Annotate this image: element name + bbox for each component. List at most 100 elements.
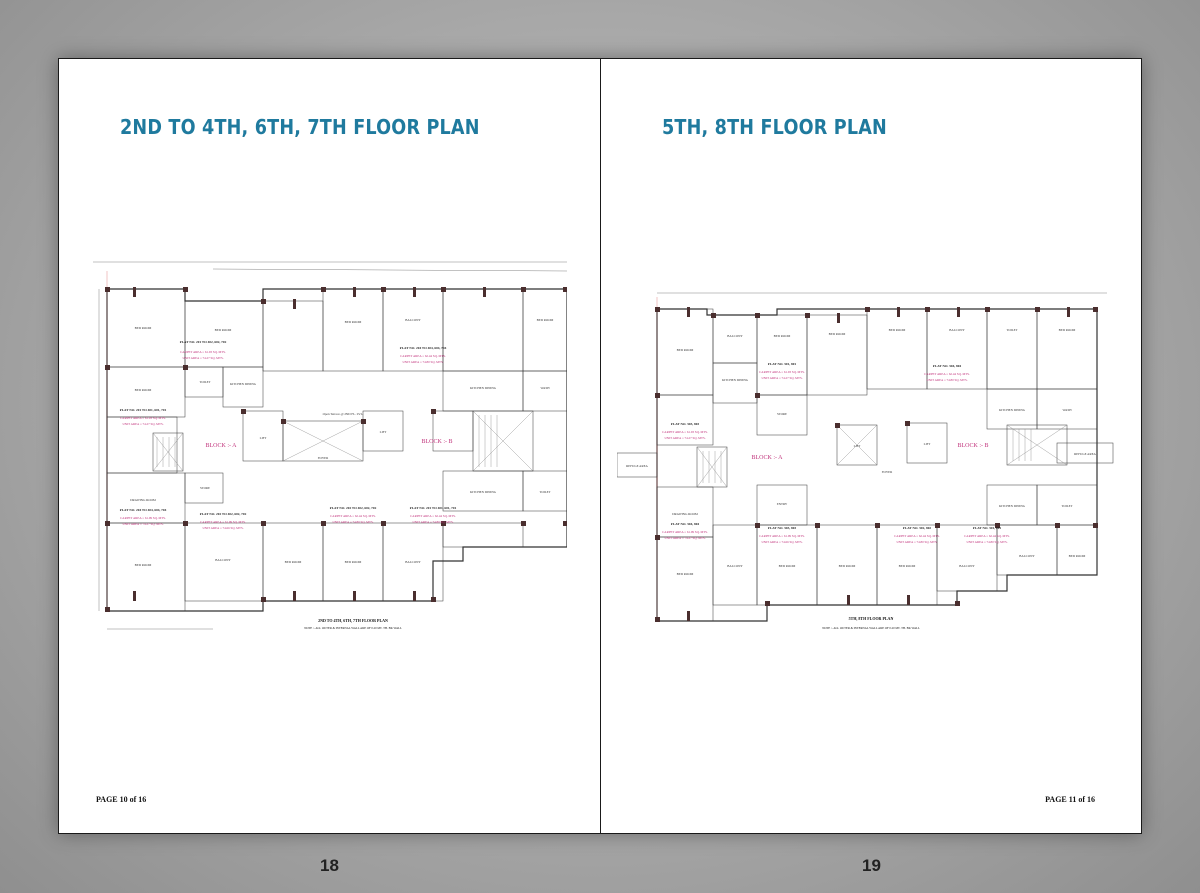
flat-number: FLAT NO. 503, 803 [768,526,797,530]
room-label: STORE [777,412,787,416]
room-label: FOYER [318,456,329,460]
carpet-area: CARPET AREA = 61.99 SQ. MTS. [200,520,246,524]
room-label: BED ROOM [677,572,694,576]
room-label: BED ROOM [1069,554,1086,558]
room-label: BALCONY [727,334,743,338]
room-label: BED ROOM [135,326,152,330]
unit-area: UNIT AREA = 74.27 SQ. MTS. [122,422,163,426]
unit-area: UNIT AREA = 74.80 SQ. MTS. [402,360,443,364]
flat-number: FLAT NO. 204 TO 404, 604, 704 [120,508,167,512]
room-label: TOILET [1061,504,1072,508]
block-label: BLOCK :- B [421,439,452,445]
unit-area: UNIT AREA = 74.80 SQ. MTS. [412,520,453,524]
carpet-area: CARPET AREA = 61.99 SQ. MTS. [759,534,805,538]
plan-caption: 2ND TO 4TH, 6TH, 7TH FLOOR PLAN [318,618,388,623]
flat-number: FLAT NO. 504, 804 [671,522,700,526]
page-number-label: PAGE 11 of 16 [1045,795,1095,804]
floor-plan-svg: BED ROOM BALCONY BED ROOM BED ROOM BED R… [617,292,1114,630]
room-label: DRAWING ROOM [672,512,698,516]
room-label: BED ROOM [774,334,791,338]
flat-number: FLAT NO. 201 TO 401, 601, 701 [410,506,457,510]
unit-area: UNIT AREA = 74.80 SQ. MTS. [926,378,967,382]
room-label: BALCONY [959,564,975,568]
unit-area: UNIT AREA = 74.27 SQ. MTS. [664,436,705,440]
carpet-area: CARPET AREA = 62.44 SQ. MTS. [964,534,1010,538]
room-label: KITCHEN DINING [470,490,497,494]
block-label: BLOCK :- B [957,443,988,449]
room-label: LIFT [854,444,861,448]
carpet-area: CARPET AREA = 62.44 SQ. MTS. [894,534,940,538]
room-label: BED ROOM [899,564,916,568]
page-title: 5TH, 8TH FLOOR PLAN [662,115,887,139]
room-label: KITCHEN DINING [999,504,1026,508]
room-label: REFUGE AREA [626,464,648,468]
room-label: BED ROOM [345,320,362,324]
spread-page-number: 18 [320,856,339,875]
flat-number: FLAT NO. 503, 803 [671,422,700,426]
plan-note: NOTE :- ALL OUTER & INTERNAL WALL ARE OF… [822,626,920,630]
room-label: LIFT [380,430,387,434]
room-label: Open Terrace @ 2ND FL. LVL. [323,412,364,416]
room-label: WASH [540,386,550,390]
page-number-label: PAGE 10 of 16 [96,795,147,804]
block-label: BLOCK :- A [751,455,783,461]
floor-plan-svg: BED ROOM BED ROOM BED ROOM BALCONY BED R… [93,261,567,630]
room-label: BED ROOM [779,564,796,568]
carpet-area: CARPET AREA = 61.93 SQ. MTS. [662,430,708,434]
room-label: BALCONY [405,560,421,564]
flat-number: FLAT NO. 202 TO 402, 602, 702 [330,506,377,510]
room-label: TOILET [539,490,550,494]
room-label: BED ROOM [889,328,906,332]
unit-area: UNIT AREA = 74.66 SQ. MTS. [202,526,243,530]
room-label: BED ROOM [215,328,232,332]
room-label: KITCHEN DINING [230,382,257,386]
room-label: BALCONY [405,318,421,322]
flat-number: FLAT NO. 504, 804 [933,364,962,368]
room-label: KITCHEN DINING [470,386,497,390]
room-label: STORE [200,486,210,490]
carpet-area: CARPET AREA = 61.93 SQ. MTS. [120,416,166,420]
flat-number: FLAT NO. 202 TO 402, 602, 702 [200,512,247,516]
plan-caption: 5TH, 8TH FLOOR PLAN [849,616,894,621]
flat-number: FLAT NO. 501, 801 [768,362,797,366]
unit-area: UNIT AREA = 74.80 SQ. MTS. [966,540,1007,544]
room-label: FOYER [882,470,893,474]
room-label: REFUGE AREA [1074,452,1096,456]
spread-page-number: 19 [862,856,881,875]
flat-number: FLAT NO. 204 TO 404, 604, 704 [400,346,447,350]
carpet-area: CARPET AREA = 61.93 SQ. MTS. [180,350,226,354]
plan-note: NOTE :- ALL OUTER & INTERNAL WALL ARE OF… [304,626,402,630]
room-label: BALCONY [949,328,965,332]
carpet-area: CARPET AREA = 62.44 SQ. MTS. [924,372,970,376]
room-label: BED ROOM [829,332,846,336]
room-label: BALCONY [215,558,231,562]
unit-area: UNIT AREA = 74.27 SQ. MTS. [761,376,802,380]
room-label: WASH [1062,408,1072,412]
room-label: BALCONY [1019,554,1035,558]
floor-plan-drawing[interactable]: BED ROOM BED ROOM BED ROOM BALCONY BED R… [93,261,567,637]
carpet-area: CARPET AREA = 61.99 SQ. MTS. [120,516,166,520]
unit-area: UNIT AREA = 74.80 SQ. MTS. [332,520,373,524]
room-label: KITCHEN DINING [722,378,749,382]
block-label: BLOCK :- A [205,443,237,449]
page-right: 5TH, 8TH FLOOR PLAN [601,59,1141,833]
unit-area: UNIT AREA = 74.66 SQ. MTS. [761,540,802,544]
room-label: TOILET [1006,328,1017,332]
carpet-area: CARPET AREA = 61.99 SQ. MTS. [662,530,708,534]
room-label: LIFT [260,436,267,440]
unit-area: UNIT AREA = 74.27 SQ. MTS. [182,356,223,360]
room-label: KITCHEN DINING [999,408,1026,412]
room-label: DRAWING ROOM [130,498,156,502]
room-label: BED ROOM [345,560,362,564]
carpet-area: CARPET AREA = 62.44 SQ. MTS. [400,354,446,358]
unit-area: UNIT AREA = 74.27 SQ. MTS. [664,536,705,540]
room-label: BED ROOM [285,560,302,564]
unit-area: UNIT AREA = 74.27 SQ. MTS. [122,522,163,526]
room-label: ENTRY [777,502,788,506]
floor-plan-drawing[interactable]: BED ROOM BALCONY BED ROOM BED ROOM BED R… [617,275,1125,637]
room-label: BED ROOM [537,318,554,322]
carpet-area: CARPET AREA = 62.44 SQ. MTS. [330,514,376,518]
room-label: LIFT [924,442,931,446]
room-label: TOILET [199,380,210,384]
page-title: 2ND TO 4TH, 6TH, 7TH FLOOR PLAN [120,115,480,139]
